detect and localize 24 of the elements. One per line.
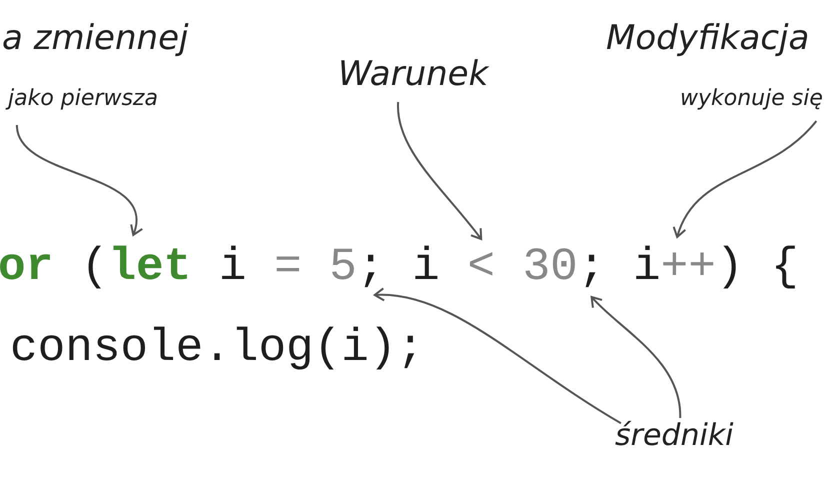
code-text: ( (80, 241, 108, 293)
callout-heading: a zmiennej (2, 18, 188, 58)
code-keyword: let (108, 241, 192, 293)
code-text: ; (356, 241, 385, 293)
callout-note: jako pierwsza (8, 86, 158, 111)
code-text: i (218, 241, 246, 293)
leader-arrow (397, 102, 482, 240)
code-operator: < (467, 241, 495, 293)
code-text: console.log(i); (10, 322, 424, 374)
code-text: ) { (716, 241, 799, 293)
code-text: i (412, 241, 440, 293)
callout-heading: Modyfikacja (606, 18, 810, 58)
code-operator: 30 (522, 241, 578, 293)
leader-arrow (590, 296, 682, 418)
leader-arrow (16, 124, 142, 236)
leader-arrow (674, 120, 818, 238)
code-text: i (633, 241, 661, 293)
callout-text: Warunek (338, 54, 488, 94)
code-text: ; (578, 241, 606, 293)
leader-arrow (374, 288, 622, 424)
code-operator: = 5 (274, 241, 357, 293)
callout-note: wykonuje się (680, 86, 823, 111)
callout-text: średniki (615, 418, 734, 453)
code-operator: ++ (660, 241, 716, 293)
